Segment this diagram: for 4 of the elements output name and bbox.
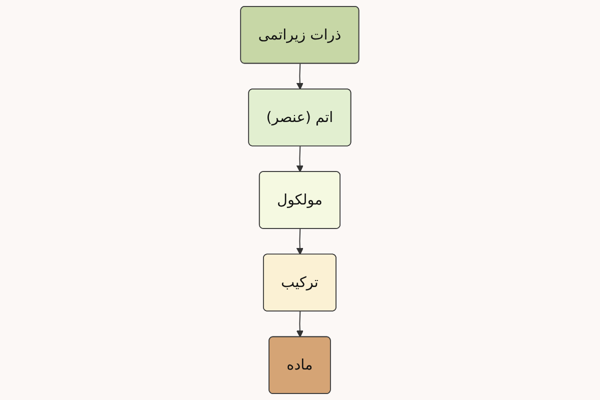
arrow bbox=[296, 228, 304, 255]
arrow bbox=[296, 63, 304, 90]
arrow bbox=[296, 310, 304, 338]
arrow bbox=[296, 146, 304, 172]
